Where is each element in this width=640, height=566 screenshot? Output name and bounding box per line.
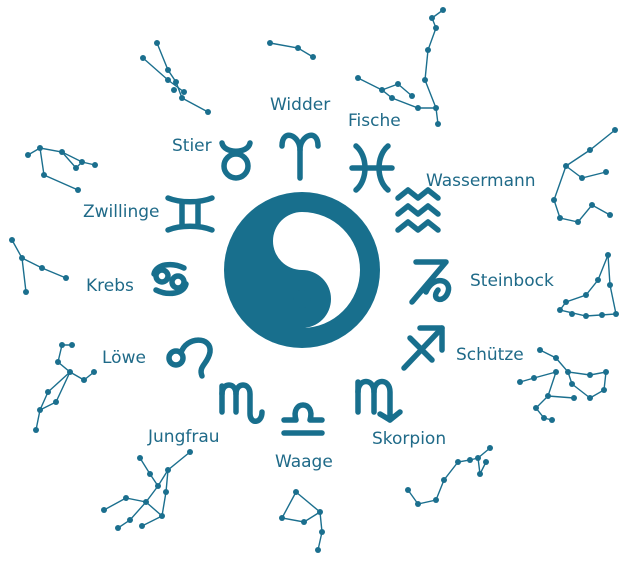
- constellation-jungfrau: [101, 449, 193, 531]
- label-krebs: Krebs: [86, 276, 134, 296]
- label-steinbock: Steinbock: [470, 271, 554, 291]
- yin-yang-icon: [224, 192, 380, 348]
- constellation-krebs: [9, 237, 69, 295]
- leo-icon: [166, 337, 213, 379]
- label-wassermann: Wassermann: [426, 171, 536, 191]
- constellation-zwillinge: [25, 145, 98, 193]
- taurus-icon: [219, 140, 253, 181]
- libra-icon: [281, 402, 325, 436]
- sagittarius-icon: [401, 325, 445, 371]
- constellation-widder: [267, 40, 316, 60]
- label-skorpion: Skorpion: [372, 429, 447, 449]
- constellation-skorpion: [405, 445, 493, 507]
- label-zwillinge: Zwillinge: [83, 202, 160, 222]
- label-fische: Fische: [348, 111, 401, 131]
- scorpio-icon: [355, 378, 403, 423]
- virgo-icon: [219, 382, 265, 424]
- constellation-loewe: [33, 342, 97, 433]
- gemini-icon: [165, 195, 215, 233]
- aries-icon: [279, 132, 321, 181]
- label-waage: Waage: [275, 452, 333, 472]
- cancer-icon: [151, 261, 189, 297]
- label-widder: Widder: [270, 95, 331, 115]
- label-schuetze: Schütze: [456, 345, 524, 365]
- constellation-wassermann: [551, 127, 618, 225]
- pisces-icon: [349, 143, 395, 193]
- label-jungfrau: Jungfrau: [148, 427, 220, 447]
- constellation-schuetze: [517, 347, 609, 423]
- constellation-steinbock: [557, 252, 619, 319]
- aquarius-icon: [395, 187, 441, 233]
- constellation-waage: [279, 489, 325, 553]
- capricorn-icon: [409, 259, 452, 305]
- constellation-stier: [140, 40, 211, 115]
- label-stier: Stier: [172, 136, 212, 156]
- label-loewe: Löwe: [102, 348, 146, 368]
- constellation-fische: [355, 7, 446, 127]
